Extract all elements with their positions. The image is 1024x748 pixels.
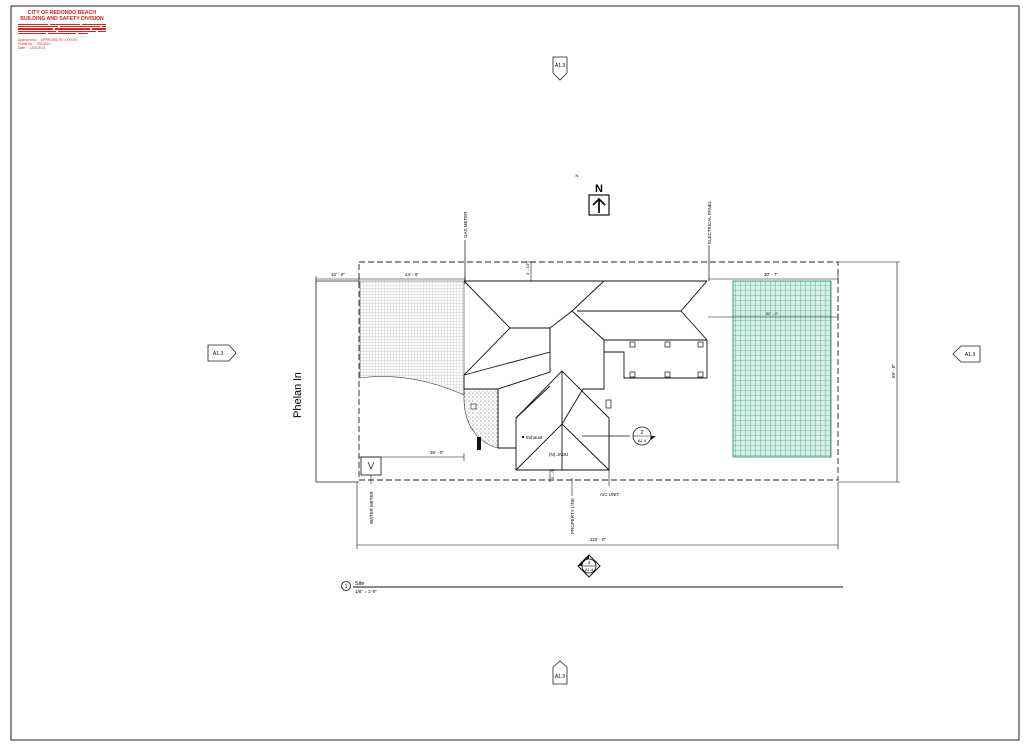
section-marker-top: A1.3 xyxy=(552,56,568,81)
jadu-label: (N) JADU xyxy=(549,452,568,457)
exhaust-bar xyxy=(477,437,481,450)
front-marker-number: 4 xyxy=(588,560,591,565)
detail-callout: 2 A1.4 xyxy=(582,426,656,446)
dim-lot-depth: 59' - 0" xyxy=(891,364,896,378)
exhaust-label: Exhaust xyxy=(526,435,543,440)
planter-square xyxy=(470,403,477,410)
stamp-date-label: Date: xyxy=(18,45,26,50)
approval-stamp: CITY OF REDONDO BEACH BUILDING AND SAFET… xyxy=(18,10,106,50)
dim-jadu-small: 5' - 0" xyxy=(550,468,555,479)
house-roof xyxy=(463,280,708,471)
section-marker-left-label: A1.3 xyxy=(213,351,224,357)
drawing-scale: 1/8" = 1'-0" xyxy=(355,589,377,594)
patio-posts xyxy=(605,341,704,409)
stamp-permit-label: Permit No: xyxy=(18,41,34,46)
north-small-label: N xyxy=(576,173,579,178)
section-marker-bottom-label: A1.3 xyxy=(555,674,566,680)
stamp-approved-label: Approved by: xyxy=(18,37,37,42)
electrical-panel-label: ELECTRICAL PANEL xyxy=(707,200,712,244)
sheet-border xyxy=(10,5,1020,741)
stamp-division: BUILDING AND SAFETY DIVISION xyxy=(20,16,104,22)
section-marker-front: 4 A1.4 xyxy=(577,554,601,578)
pool-area xyxy=(732,280,832,458)
stamp-permit-value: 2021XXX xyxy=(36,41,51,46)
dim-pool-width: 30' - 7" xyxy=(764,272,778,277)
street-label: Phelan ln xyxy=(292,372,304,418)
property-line-label: PROPERTY LINE xyxy=(570,498,575,534)
stamp-date-value: 12/01/2021 xyxy=(29,45,46,50)
dimension-lines xyxy=(315,261,900,549)
section-marker-right-label: A1.3 xyxy=(965,352,976,358)
dim-lot-width: 110' - 0" xyxy=(590,537,607,542)
section-marker-left: A1.3 xyxy=(207,344,237,362)
water-meter-box xyxy=(360,456,382,476)
detail-number: 2 xyxy=(641,430,644,436)
water-meter-label: WATER METER xyxy=(369,491,374,524)
stamp-fine-print xyxy=(18,24,106,34)
dim-inner: 32' - 0" xyxy=(766,311,779,316)
drawing-title: 1 Site 1/8" = 1'-0" xyxy=(341,581,843,594)
dim-left-setback: 10' - 0" xyxy=(331,272,345,277)
gas-meter-label: GAS METER xyxy=(463,211,468,238)
section-marker-bottom: A1.3 xyxy=(552,660,568,685)
lawn-hatch xyxy=(359,280,465,396)
dim-small-offset: 4' - 10" xyxy=(525,262,530,275)
detail-sheet: A1.4 xyxy=(638,438,647,443)
drawing-number: 1 xyxy=(345,584,348,590)
arrow-up-icon xyxy=(592,197,606,213)
frontage-line xyxy=(315,280,359,483)
ac-unit-label: A/C UNIT xyxy=(600,492,620,497)
stamp-approved-value: APPROVED BY XXXXXX xyxy=(40,37,78,42)
north-label: N xyxy=(595,183,603,195)
property-line xyxy=(358,261,839,481)
front-marker-sheet: A1.4 xyxy=(585,567,594,572)
north-arrow: N N xyxy=(576,173,610,216)
dim-gas-offset: 24' - 6" xyxy=(405,272,419,277)
dim-jadu-offset: 36' - 0" xyxy=(430,450,444,455)
drawing-title-label: Site xyxy=(355,581,364,587)
section-marker-right: A1.3 xyxy=(952,345,981,363)
stamp-agency: CITY OF REDONDO BEACH xyxy=(27,10,97,16)
section-marker-top-label: A1.3 xyxy=(555,63,566,69)
